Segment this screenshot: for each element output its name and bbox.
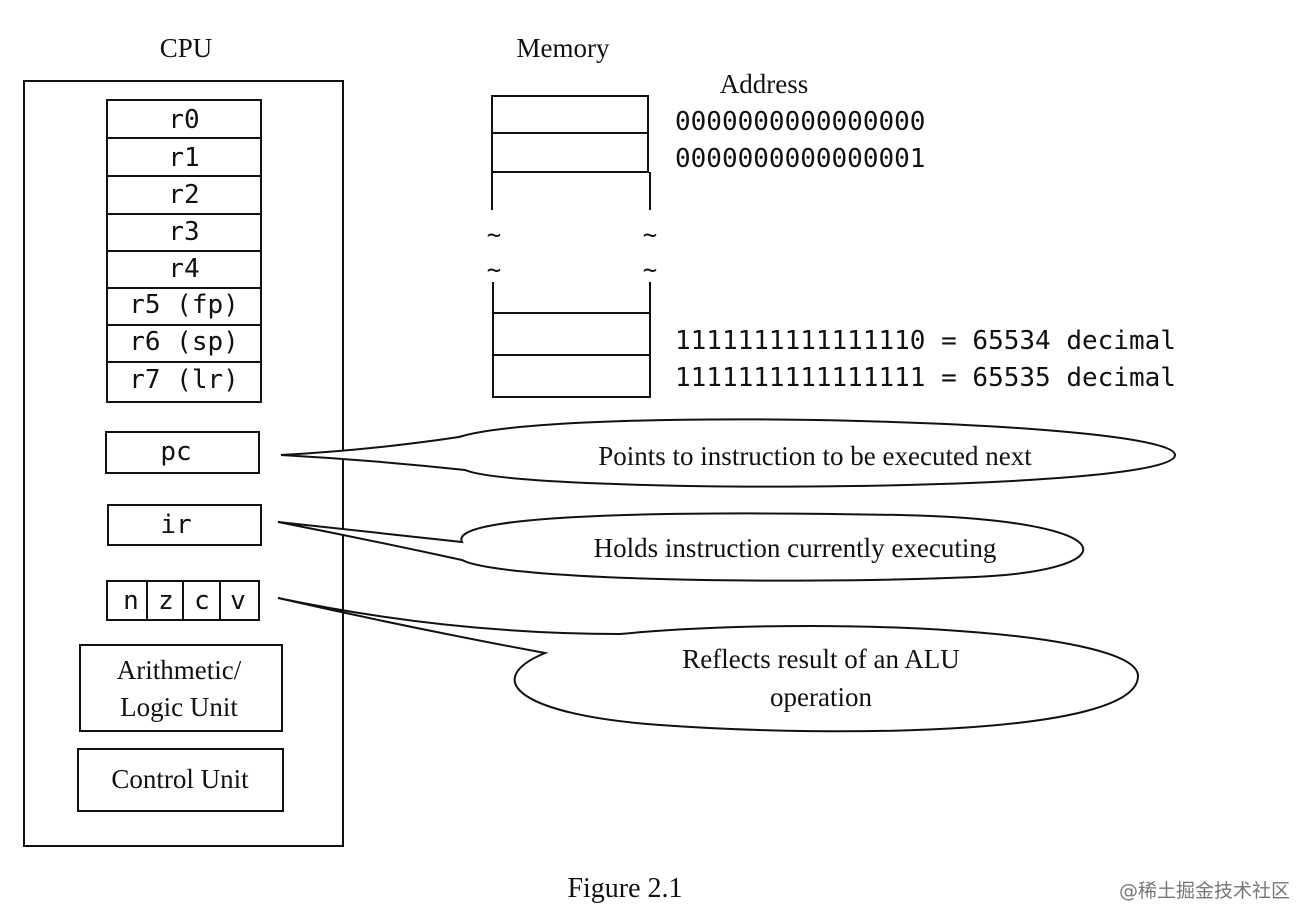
flag-n: n <box>123 586 139 616</box>
register-r6-label: r6 (sp) <box>129 327 239 357</box>
flag-c: c <box>194 586 210 616</box>
register-r7-label: r7 (lr) <box>129 365 239 395</box>
register-r5-label: r5 (fp) <box>129 290 239 320</box>
memory-cell-0 <box>491 95 649 134</box>
register-r7 <box>106 361 262 403</box>
cpu-label: CPU <box>160 33 213 63</box>
address-65534: 1111111111111110 = 65534 decimal <box>675 326 1176 356</box>
alu-label-line2: Logic Unit <box>120 692 238 722</box>
memory-break-mark: ~ <box>487 256 501 284</box>
flags-callout-bubble <box>277 597 1140 733</box>
ir-register-label: ir <box>160 510 191 540</box>
memory-label: Memory <box>517 33 610 63</box>
pc-register <box>105 431 260 474</box>
alu-box <box>79 644 283 732</box>
flags-register: n z c v <box>106 580 260 621</box>
flag-n-cell <box>106 580 148 621</box>
memory-cell-65534 <box>492 312 651 356</box>
alu-label-line1: Arithmetic/ <box>117 655 242 685</box>
memory-array: ~ ~ ~ ~ <box>487 95 657 398</box>
control-unit-box <box>77 748 284 812</box>
memory-cell-1 <box>491 132 649 173</box>
register-r4 <box>106 250 262 289</box>
ir-callout-bubble <box>277 512 1084 582</box>
flag-v-cell <box>219 580 260 621</box>
ir-register <box>107 504 262 546</box>
memory-break-mark: ~ <box>643 221 657 249</box>
register-r6 <box>106 324 262 363</box>
address-65535: 1111111111111111 = 65535 decimal <box>675 363 1176 393</box>
memory-break-mark: ~ <box>643 256 657 284</box>
pc-callout-bubble <box>280 418 1177 488</box>
figure-caption: Figure 2.1 <box>567 873 682 904</box>
flag-z: z <box>158 586 174 616</box>
register-r2-label: r2 <box>168 180 199 210</box>
register-r4-label: r4 <box>168 254 199 284</box>
register-r3-label: r3 <box>168 217 199 247</box>
register-r1-label: r1 <box>168 143 199 173</box>
register-r0-label: r0 <box>168 105 199 135</box>
register-r0 <box>106 99 262 139</box>
address-0: 0000000000000000 <box>675 107 925 137</box>
ir-callout-text: Holds instruction currently executing <box>594 533 997 563</box>
flags-callout-text-line1: Reflects result of an ALU <box>682 644 959 674</box>
memory-break-mark: ~ <box>487 221 501 249</box>
control-unit-label: Control Unit <box>111 764 249 794</box>
watermark: @稀土掘金技术社区 <box>1119 880 1290 902</box>
pc-callout-text: Points to instruction to be executed nex… <box>598 441 1032 471</box>
address-1: 0000000000000001 <box>675 144 925 174</box>
address-label: Address <box>720 69 809 99</box>
flags-callout-text-line2: operation <box>770 682 872 712</box>
pc-register-label: pc <box>160 437 191 467</box>
register-file: r0 r1 r2 r3 r4 r5 (fp) r6 (sp) r7 (lr) <box>106 99 262 403</box>
memory-cell-65535 <box>492 354 651 398</box>
flag-v: v <box>230 586 246 616</box>
register-r2 <box>106 175 262 215</box>
